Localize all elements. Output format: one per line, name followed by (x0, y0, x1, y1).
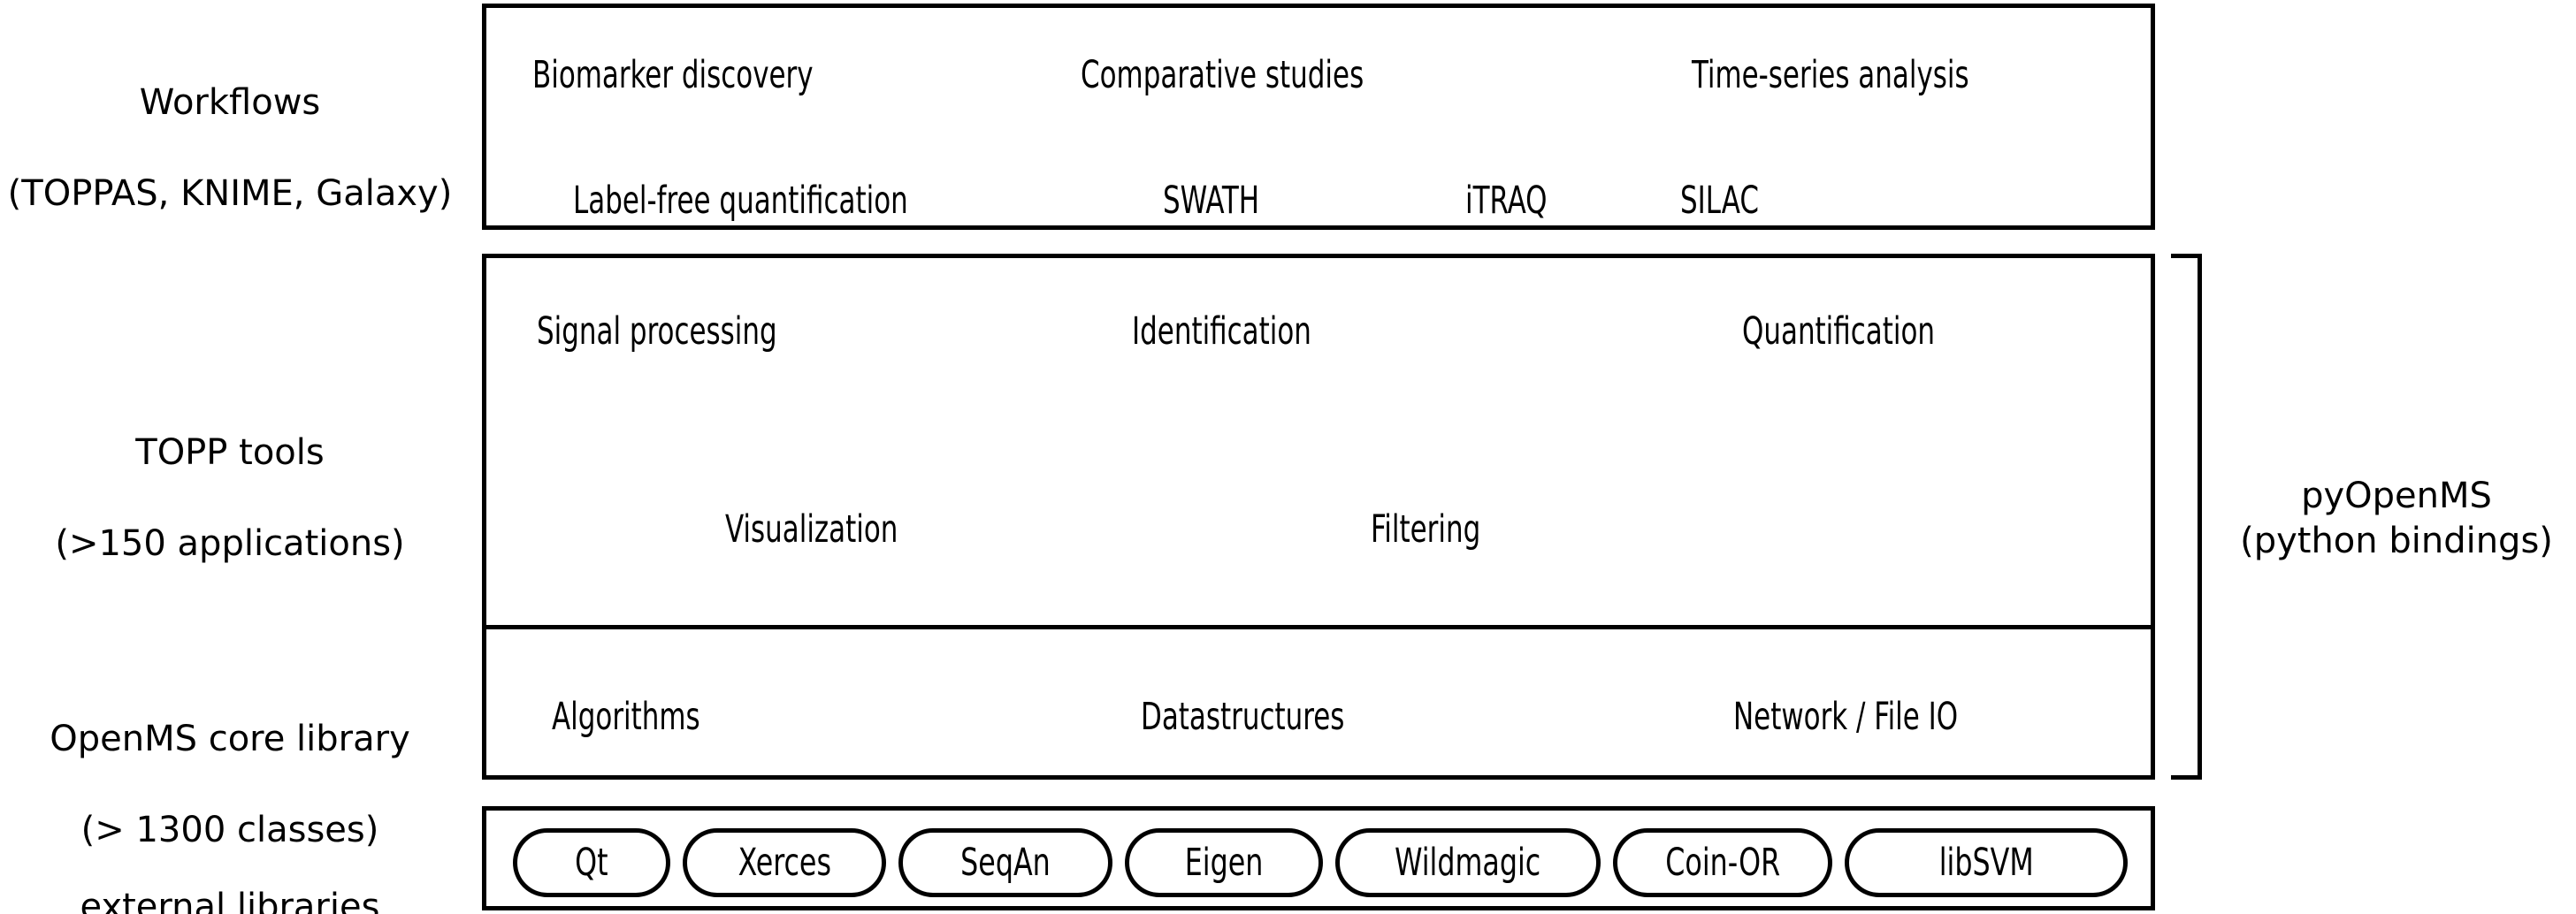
pyopenms-label-line2: (python bindings) (2240, 521, 2553, 562)
core-item-algorithms: Algorithms (552, 695, 700, 739)
core-item-network-file-io: Network / File IO (1733, 695, 1959, 739)
workflow-item-comparative-studies: Comparative studies (1081, 53, 1364, 97)
external-library-label-seqan: SeqAn (960, 840, 1051, 885)
external-library-label-coin-or: Coin-OR (1665, 840, 1780, 885)
topp-item-signal-processing: Signal processing (537, 309, 777, 354)
topp-item-visualization: Visualization (725, 507, 898, 552)
workflow-item-silac: SILAC (1680, 179, 1759, 223)
tier-label-topp-tools-line2: (>150 applications) (55, 522, 405, 564)
tier-label-external-libraries: external libraries (0, 840, 460, 914)
external-library-label-libsvm: libSVM (1938, 840, 2034, 885)
workflow-item-biomarker-discovery: Biomarker discovery (532, 53, 814, 97)
external-library-pill-eigen[interactable]: Eigen (1125, 828, 1323, 897)
topp-item-filtering: Filtering (1371, 507, 1481, 552)
external-library-label-qt: Qt (575, 840, 608, 885)
external-library-label-xerces: Xerces (738, 840, 831, 885)
workflow-item-itraq: iTRAQ (1465, 179, 1548, 223)
topp-item-quantification: Quantification (1742, 309, 1936, 354)
tier-label-external-libraries-line1: external libraries (80, 887, 380, 914)
tier-label-topp-tools-line1: TOPP tools (135, 432, 325, 474)
tier-label-topp-tools: TOPP tools (>150 applications) (0, 385, 460, 612)
core-item-datastructures: Datastructures (1141, 695, 1345, 739)
external-library-label-wildmagic: Wildmagic (1395, 840, 1541, 885)
workflow-item-time-series-analysis: Time-series analysis (1692, 53, 1969, 97)
tier-label-core-library-line2: (> 1300 classes) (80, 809, 379, 850)
external-library-pill-qt[interactable]: Qt (513, 828, 670, 897)
external-library-pill-libsvm[interactable]: libSVM (1845, 828, 2128, 897)
pyopenms-bracket (2171, 254, 2202, 780)
tier-label-openms-core-library: OpenMS core library (> 1300 classes) (0, 672, 460, 898)
external-library-pill-coin-or[interactable]: Coin-OR (1613, 828, 1832, 897)
tier-label-workflows-line2: (TOPPAS, KNIME, Galaxy) (7, 172, 453, 214)
tier-label-core-library-line1: OpenMS core library (50, 719, 410, 760)
external-library-pill-seqan[interactable]: SeqAn (898, 828, 1112, 897)
workflow-item-label-free-quantification: Label-free quantification (573, 179, 908, 223)
topp-item-identification: Identification (1132, 309, 1311, 354)
external-library-pill-xerces[interactable]: Xerces (683, 828, 886, 897)
external-library-label-eigen: Eigen (1184, 840, 1264, 885)
external-library-pill-wildmagic[interactable]: Wildmagic (1335, 828, 1601, 897)
topp-and-core-box: Signal processing Identification Quantif… (482, 254, 2155, 780)
external-libraries-box: Qt Xerces SeqAn Eigen Wildmagic Coin-OR … (482, 806, 2155, 910)
tier-label-workflows-line1: Workflows (139, 82, 321, 124)
workflows-box: Biomarker discovery Comparative studies … (482, 4, 2155, 230)
pyopenms-label-line1: pyOpenMS (2301, 476, 2492, 516)
topp-core-divider (482, 625, 2155, 629)
workflow-item-swath: SWATH (1163, 179, 1260, 223)
pyopenms-label: pyOpenMS (python bindings) (2220, 474, 2573, 564)
tier-label-workflows: Workflows (TOPPAS, KNIME, Galaxy) (0, 35, 460, 262)
